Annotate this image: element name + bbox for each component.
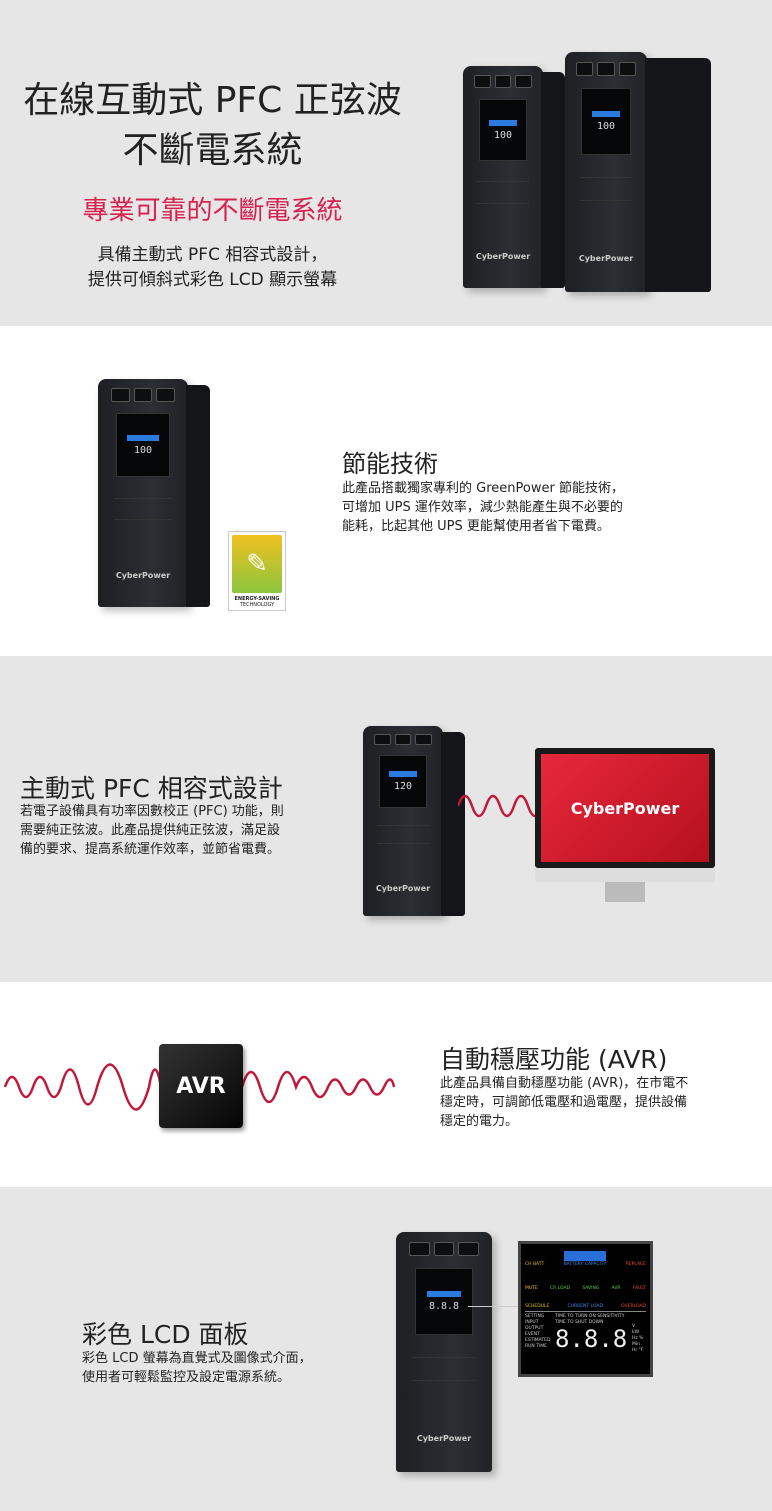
pfc-title: 主動式 PFC 相容式設計: [20, 774, 283, 803]
monitor-brand-logo: CyberPower: [541, 754, 709, 862]
ups-product-image: 120 CyberPower: [363, 726, 465, 916]
hero-section: 在線互動式 PFC 正弦波 不斷電系統 專業可靠的不斷電系統 具備主動式 PFC…: [0, 0, 772, 326]
lcd-label: SETTING: [525, 1314, 545, 1319]
lcd-reading: 100: [596, 121, 616, 133]
monitor-stand: [605, 882, 645, 902]
desc-line: 此產品具備自動穩壓功能 (AVR)，在市電不: [440, 1076, 689, 1091]
lcd-label: TIME TO TURN ON: [555, 1314, 596, 1319]
lcd-digits: 8.8.8: [555, 1325, 628, 1353]
badge-text-1: ENERGY-SAVING: [234, 596, 280, 602]
energy-title: 節能技術: [342, 450, 438, 478]
hero-desc-line2: 提供可傾斜式彩色 LCD 顯示螢幕: [87, 270, 338, 290]
lcd-reading: 100: [133, 444, 153, 456]
desc-line: 若電子設備具有功率因數校正 (PFC) 功能，則: [20, 804, 284, 819]
brand-logo: CyberPower: [475, 252, 531, 262]
lcd-label: TIME TO SHUT DOWN: [555, 1320, 604, 1325]
ups-product-image-front: 100 CyberPower: [565, 52, 711, 292]
lcd-label: SAVING: [582, 1286, 600, 1291]
brand-logo: CyberPower: [115, 570, 171, 580]
lcd-label: MUTE: [525, 1286, 538, 1291]
lcd-label: OUTPUT: [525, 1326, 544, 1331]
lcd-unit: Hz %: [632, 1336, 644, 1341]
lcd-unit: V: [632, 1324, 636, 1329]
ups-product-image-back: 100 CyberPower: [463, 66, 565, 288]
lcd-label: CURRENT LOAD: [567, 1304, 603, 1309]
pfc-section: 主動式 PFC 相容式設計 若電子設備具有功率因數校正 (PFC) 功能，則 需…: [0, 656, 772, 982]
desc-line: 需要純正弦波。此產品提供純正弦波，滿足設: [20, 823, 281, 838]
desc-line: 穩定時，可調節低電壓和過電壓，提供設備: [440, 1095, 688, 1110]
energy-saving-badge: ✎ ENERGY-SAVING TECHNOLOGY: [228, 531, 286, 611]
lcd-unit: kW: [632, 1330, 640, 1335]
lcd-label: SCHEDULE: [525, 1304, 550, 1309]
desc-line: 穩定的電力。: [440, 1114, 519, 1129]
lcd-label: CH BATT: [525, 1262, 545, 1267]
desc-line: 能耗，比起其他 UPS 更能幫使用者省下電費。: [342, 519, 610, 534]
pfc-description: 若電子設備具有功率因數校正 (PFC) 功能，則 需要純正弦波。此產品提供純正弦…: [20, 802, 340, 859]
lcd-section: 彩色 LCD 面板 彩色 LCD 螢幕為直覺式及圖像式介面， 使用者可輕鬆監控及…: [0, 1187, 772, 1511]
lcd-label: AVR: [611, 1286, 621, 1291]
lcd-label: CR LOAD: [550, 1286, 571, 1291]
voltage-wave-icon: [3, 1063, 396, 1111]
avr-title: 自動穩壓功能 (AVR): [440, 1045, 668, 1074]
lcd-title: 彩色 LCD 面板: [82, 1320, 249, 1349]
brand-logo: CyberPower: [375, 884, 431, 894]
lcd-label: REPLACE: [625, 1262, 646, 1267]
lcd-reading: 120: [393, 780, 413, 792]
lcd-unit: Hr °F: [632, 1348, 644, 1353]
brand-logo: CyberPower: [578, 254, 634, 264]
hero-subtitle: 專業可靠的不斷電系統: [82, 196, 343, 226]
energy-section: 100 CyberPower ✎ ENERGY-SAVING TECHNOLOG…: [0, 326, 772, 656]
lcd-label: INPUT: [525, 1320, 539, 1325]
energy-description: 此產品搭載獨家專利的 GreenPower 節能技術， 可增加 UPS 運作效率…: [342, 479, 682, 536]
monitor-image: CyberPower: [535, 748, 715, 868]
lcd-unit: Min: [632, 1342, 640, 1347]
lcd-reading: 100: [493, 129, 513, 141]
desc-line: 此產品搭載獨家專利的 GreenPower 節能技術，: [342, 481, 624, 496]
desc-line: 可增加 UPS 運作效率，減少熱能產生與不必要的: [342, 500, 623, 515]
lcd-label: OVERLOAD: [621, 1304, 646, 1309]
desc-line: 備的要求、提高系統運作效率，並節省電費。: [20, 842, 281, 857]
hero-title-line1: 在線互動式 PFC 正弦波: [23, 80, 402, 121]
desc-line: 彩色 LCD 螢幕為直覺式及圖像式介面，: [82, 1351, 312, 1366]
badge-text-2: TECHNOLOGY: [239, 602, 275, 608]
sine-wave-icon: [458, 794, 538, 818]
hero-title-line2: 不斷電系統: [122, 130, 303, 171]
ups-product-image: 8.8.8 CyberPower: [396, 1232, 492, 1472]
lcd-label: ESTIMATED RUN TIME: [525, 1338, 551, 1349]
lcd-panel-detail: CH BATT BATTERY CAPACITY REPLACE MUTE CR…: [518, 1241, 653, 1377]
avr-badge: AVR: [159, 1044, 243, 1128]
desc-line: 使用者可輕鬆監控及設定電源系統。: [82, 1370, 291, 1385]
hero-desc-line1: 具備主動式 PFC 相容式設計，: [97, 245, 328, 265]
lcd-reading: 8.8.8: [428, 1301, 460, 1313]
lcd-label: SENSITIVITY: [597, 1314, 625, 1319]
lcd-description: 彩色 LCD 螢幕為直覺式及圖像式介面， 使用者可輕鬆監控及設定電源系統。: [82, 1349, 382, 1387]
avr-section: AVR 自動穩壓功能 (AVR) 此產品具備自動穩壓功能 (AVR)，在市電不 …: [0, 982, 772, 1187]
plug-leaf-icon: ✎: [232, 535, 282, 593]
ups-product-image: 100 CyberPower: [98, 379, 210, 607]
lcd-label: FAULT: [632, 1286, 646, 1291]
lcd-label: BATTERY CAPACITY: [563, 1251, 607, 1268]
avr-description: 此產品具備自動穩壓功能 (AVR)，在市電不 穩定時，可調節低電壓和過電壓，提供…: [440, 1074, 740, 1131]
brand-logo: CyberPower: [416, 1434, 472, 1444]
lcd-label: EVENT: [525, 1332, 540, 1337]
callout-line: [468, 1306, 518, 1307]
